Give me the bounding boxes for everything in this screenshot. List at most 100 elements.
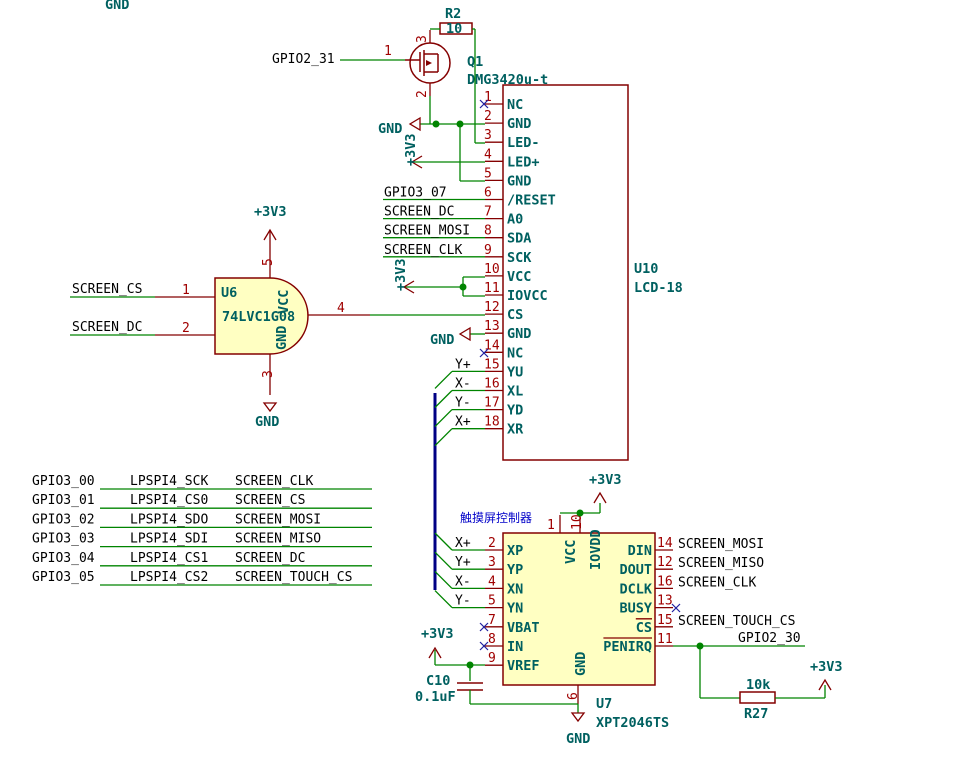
gnd-symbol-q1: GND — [378, 116, 421, 137]
u10-pin-name: GND — [507, 173, 531, 189]
u10-pin-name: GND — [507, 116, 531, 132]
r27-resistor: 10k R27 — [739, 677, 776, 722]
u10-pin-name: LED- — [507, 135, 540, 151]
u7-value: XPT2046TS — [596, 715, 669, 731]
u7-gnd-label: GND — [573, 652, 589, 676]
q1-gate-net: GPIO2_31 — [272, 52, 335, 67]
gpio-net: SCREEN_DC — [235, 551, 305, 566]
u7-pin-num: 14 — [657, 536, 673, 551]
gnd-label-u6: GND — [255, 414, 279, 430]
gpio-function: LPSPI4_SDO — [130, 512, 208, 527]
u10-pin-num: 2 — [484, 109, 492, 124]
u10-net-label: Y+ — [455, 357, 471, 372]
u7-net-label: SCREEN_MISO — [678, 556, 764, 571]
u6-vcc-label: VCC — [276, 290, 292, 314]
gpio-pin: GPIO3_03 — [32, 532, 95, 547]
u7-ref: U7 — [596, 696, 612, 712]
u7-pin-num: 15 — [657, 613, 673, 628]
u10-net-label: SCREEN_DC — [384, 205, 454, 220]
v33-label-vref: +3V3 — [421, 626, 454, 642]
u6-pin-gnd: 3 — [261, 370, 276, 378]
u10-pin-name: NC — [507, 345, 523, 361]
u7-pin-gnd: 6 — [566, 692, 581, 700]
u7-net-label: SCREEN_MOSI — [678, 537, 764, 552]
gnd-symbol-lcd13: GND — [430, 326, 485, 348]
u7-note: 触摸屏控制器 — [460, 511, 532, 525]
u6-pin-a: 1 — [182, 283, 190, 298]
gpio-pin: GPIO3_01 — [32, 493, 95, 508]
u10-pin-num: 10 — [484, 262, 500, 277]
v33-symbol-led: +3V3 — [403, 133, 485, 169]
u7-pin-num: 4 — [488, 574, 496, 589]
gnd-symbol-u7: GND — [566, 704, 590, 747]
u10-pin-name: SCK — [507, 250, 532, 266]
u7-pin-num: 3 — [488, 555, 496, 570]
u7-pin-name: CS — [636, 620, 652, 636]
gpio-net: SCREEN_MISO — [235, 532, 321, 547]
u10-pin-name: YU — [507, 364, 523, 380]
gpio-net: SCREEN_CLK — [235, 474, 313, 489]
gpio-function: LPSPI4_CS1 — [130, 551, 208, 566]
u10-pin-name: NC — [507, 97, 523, 113]
gnd-symbol-u6: GND — [255, 402, 279, 430]
q1-value: DMG3420u-t — [467, 72, 548, 88]
q1-pin-drain: 3 — [415, 35, 430, 43]
u7-pin-num: 5 — [488, 594, 496, 609]
u7-pin-name: YP — [507, 562, 523, 578]
c10-ref: C10 — [426, 673, 450, 689]
gpio-function: LPSPI4_SCK — [130, 474, 208, 489]
gpio-net: SCREEN_MOSI — [235, 512, 321, 527]
u6-and-gate: U6 74LVC1G08 VCC GND 1 2 4 5 3 SCREEN_CS… — [70, 240, 370, 395]
u10-pin-name: CS — [507, 307, 523, 323]
r27-ref: R27 — [744, 706, 768, 722]
u10-net-label: X+ — [455, 415, 471, 430]
u7-iovdd-label: IOVDD — [588, 529, 604, 570]
u7-pin-num: 8 — [488, 632, 496, 647]
v33-symbol-r27: +3V3 — [810, 659, 843, 691]
u10-pin-num: 13 — [484, 319, 500, 334]
c10-value: 0.1uF — [415, 689, 456, 705]
u10-pin-num: 3 — [484, 128, 492, 143]
u10-pin-name: IOVCC — [507, 288, 548, 304]
u10-pin-num: 17 — [484, 396, 500, 411]
q1-mosfet: GPIO2_31 1 3 2 Q1 DMG3420u-t — [272, 30, 548, 98]
v33-label-r27: +3V3 — [810, 659, 843, 675]
u10-net-label: X- — [455, 377, 471, 392]
q1-pin-gate: 1 — [384, 44, 392, 59]
u10-pin-name: /RESET — [507, 193, 556, 209]
u6-net-b: SCREEN_DC — [72, 320, 142, 335]
u6-pin-vcc: 5 — [261, 258, 276, 266]
u7-pin-num: 12 — [657, 555, 673, 570]
u7-pin-num: 2 — [488, 536, 496, 551]
v33-symbol-vref: +3V3 — [421, 626, 454, 659]
u7-pin-name: VBAT — [507, 620, 540, 636]
gnd-label-lcd13: GND — [430, 332, 454, 348]
u7-pin-num: 9 — [488, 651, 496, 666]
gpio-function: LPSPI4_CS0 — [130, 493, 208, 508]
gpio-pin: GPIO3_02 — [32, 512, 95, 527]
u10-pin-num: 8 — [484, 224, 492, 239]
gnd-label-u7: GND — [566, 731, 590, 747]
u7-pin-num: 16 — [657, 574, 673, 589]
u7-pin-num: 13 — [657, 594, 673, 609]
u7-net-label: X- — [455, 574, 471, 589]
u10-pin-name: XR — [507, 422, 524, 438]
gpio-pin: GPIO3_05 — [32, 570, 95, 585]
v33-symbol-u7: +3V3 — [589, 472, 622, 504]
u7-net-label: Y- — [455, 594, 471, 609]
r27-value: 10k — [746, 677, 770, 693]
u7-vcc-label: VCC — [563, 540, 579, 564]
u7-pin-name: XP — [507, 543, 523, 559]
u7-pin-name: DOUT — [619, 562, 652, 578]
u7-pin-name: PENIRQ — [603, 639, 652, 655]
u7-pin-vcc: 1 — [547, 518, 555, 533]
u7-pin-num: 7 — [488, 613, 496, 628]
u10-pin-name: XL — [507, 384, 523, 400]
gpio-function: LPSPI4_SDI — [130, 532, 208, 547]
u10-net-label: Y- — [455, 396, 471, 411]
v33-label-lcd: +3V3 — [393, 258, 409, 291]
r2-value: 10 — [446, 21, 462, 37]
